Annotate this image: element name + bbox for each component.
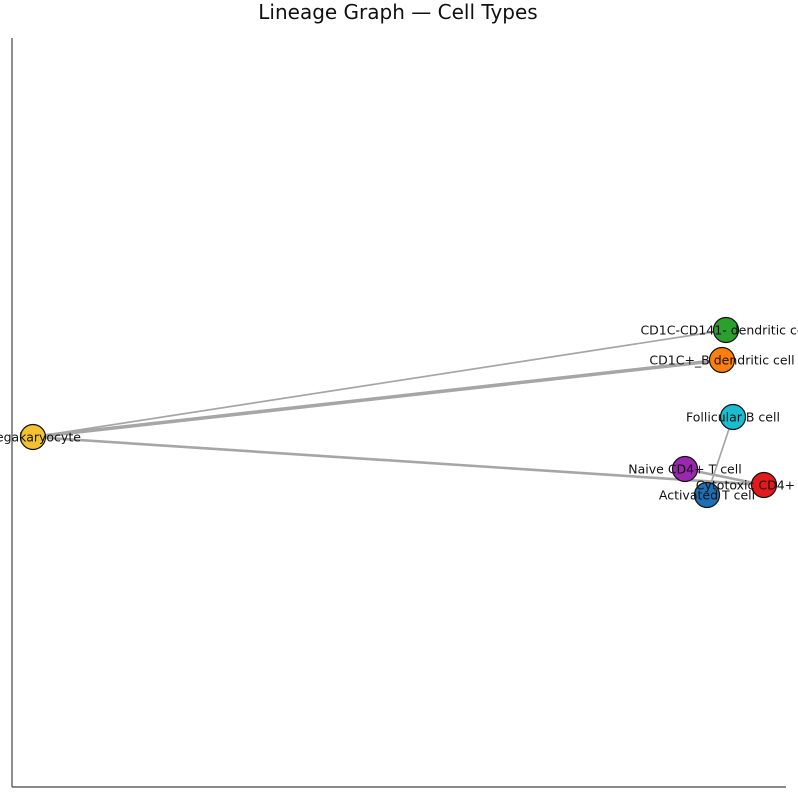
node-label-megakaryocyte: Megakaryocyte <box>0 430 81 445</box>
node-label-cd1c-cd141: CD1C-CD141- dendritic cell <box>640 323 798 338</box>
node-cd1c-cd141[interactable] <box>712 316 740 344</box>
edge-naive-cd4-cytotoxic-cd4 <box>683 467 766 487</box>
node-cytotoxic-cd4[interactable] <box>750 471 778 499</box>
node-label-naive-cd4: Naive CD4+ T cell <box>628 462 741 477</box>
edges-layer <box>31 329 766 496</box>
node-activated-t[interactable] <box>693 481 721 509</box>
node-megakaryocyte[interactable] <box>19 423 47 451</box>
node-cd1c-plus[interactable] <box>708 346 736 374</box>
nodes-layer <box>19 316 778 509</box>
node-follicular-b[interactable] <box>719 403 747 431</box>
node-label-cd1c-plus: CD1C+_B dendritic cell <box>649 353 794 368</box>
edge-megakaryocyte-cd1c-plus <box>31 358 724 439</box>
labels-layer: Megakaryocyte CD1C-CD141- dendritic cellC… <box>0 323 798 503</box>
node-label-activated-t: Activated T cell <box>659 488 755 503</box>
edge-follicular-b-activated-t <box>706 416 734 496</box>
node-naive-cd4[interactable] <box>671 455 699 483</box>
node-label-follicular-b: Follicular B cell <box>686 410 780 425</box>
graph-title: Lineage Graph — Cell Types <box>258 0 537 24</box>
edge-megakaryocyte-cytotoxic-cd4 <box>31 435 766 487</box>
node-label-cytotoxic-cd4: Cytotoxic CD4+ T cell <box>696 478 798 493</box>
edge-megakaryocyte-cd1c-cd141 <box>32 329 727 438</box>
